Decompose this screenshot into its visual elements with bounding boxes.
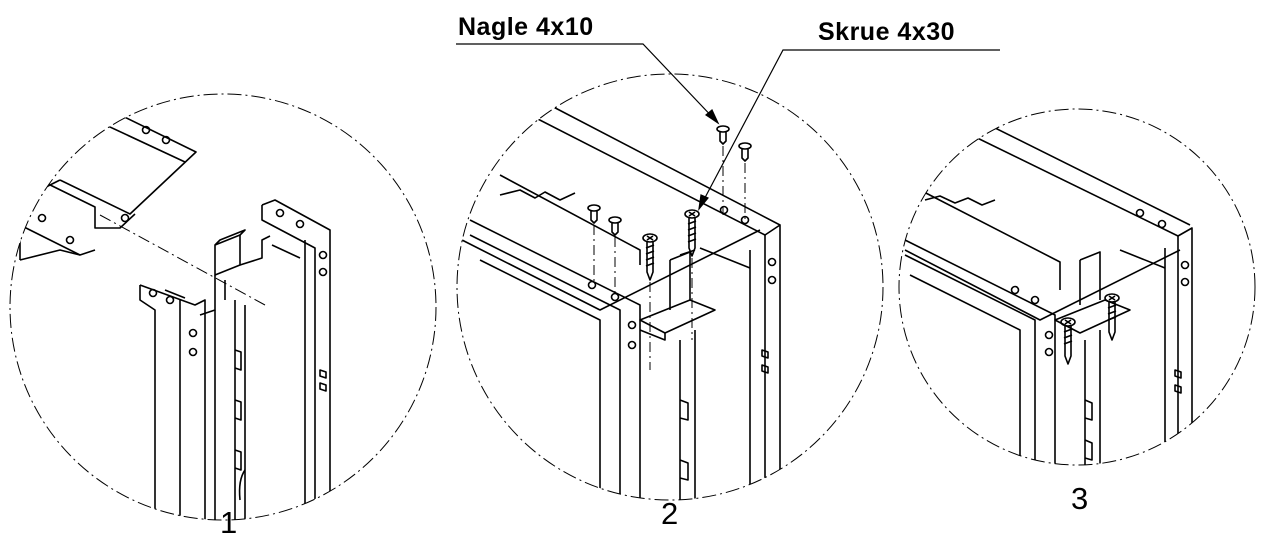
callout-leaders (456, 43, 1000, 212)
front-frame-panel (469, 219, 641, 500)
detail-1 (9, 93, 437, 521)
step-number-3: 3 (1071, 481, 1089, 516)
screw-arrowhead (698, 194, 709, 212)
top-frame-rail-assembled (904, 117, 1191, 321)
nail-fasteners (587, 125, 752, 297)
front-vertical-profile (139, 284, 206, 520)
front-frame-assembled (904, 239, 1056, 465)
top-rail-profile (19, 104, 197, 261)
detail-3-boundary (898, 108, 1256, 466)
nail (716, 125, 730, 215)
step-number-2: 2 (661, 496, 679, 531)
detail-2 (456, 43, 1000, 501)
screw-callout-label: Skrue 4x30 (818, 18, 956, 46)
nail (738, 142, 752, 225)
screw (642, 233, 658, 370)
screw (684, 209, 700, 340)
nail (587, 204, 601, 285)
detail-1-boundary (9, 93, 437, 521)
detail-2-boundary (456, 73, 884, 501)
nail-arrowhead (704, 109, 720, 125)
step-number-1: 1 (220, 505, 238, 540)
rear-vertical-profile (261, 199, 331, 520)
bracket-assembled (1054, 251, 1131, 465)
nail-callout-label: Nagle 4x10 (458, 13, 594, 41)
detail-3 (898, 108, 1256, 466)
screw-leader-line (698, 49, 1000, 210)
screw-fasteners (642, 209, 700, 370)
nail (608, 216, 622, 297)
rear-corner-profile (699, 224, 781, 500)
nail-leader-line (456, 43, 719, 124)
top-frame-rail (461, 99, 781, 311)
teeth-profile (679, 330, 696, 500)
installed-screws (1060, 293, 1120, 365)
rear-corner-assembled (1119, 227, 1193, 465)
inner-vertical-teeth (214, 300, 246, 520)
